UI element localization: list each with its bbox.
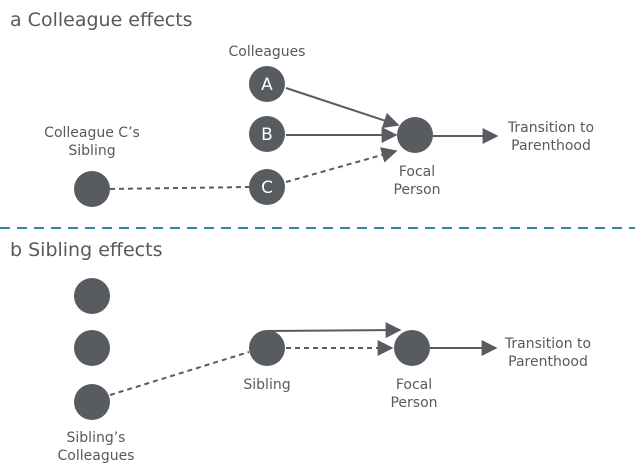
sibling-node [249, 330, 285, 366]
sibling-label: Sibling [243, 377, 290, 393]
colleague-a-letter: A [261, 75, 273, 95]
edge-a-to-focal [285, 87, 400, 129]
colleague-c-letter: C [261, 178, 273, 198]
colleagues-label: Colleagues [229, 44, 306, 60]
focal-person-node-b [394, 330, 430, 366]
focal-person-node-a [397, 117, 433, 153]
colleague-c-sibling-label-line1: Colleague C’s [44, 125, 140, 141]
colleague-b-letter: B [261, 125, 273, 145]
sibling-colleague-node-3 [74, 384, 110, 420]
colleague-c-node [249, 169, 285, 205]
focal-label-a-line2: Person [393, 182, 440, 198]
outcome-label-a-line2: Parenthood [511, 138, 591, 154]
sibling-colleague-node-2 [74, 330, 110, 366]
focal-label-b-line2: Person [390, 395, 437, 411]
panel-a-heading: a Colleague effects [10, 9, 193, 31]
outcome-label-b-line2: Parenthood [508, 354, 588, 370]
outcome-label-b-line1: Transition to [504, 336, 591, 352]
focal-label-b-line1: Focal [396, 377, 432, 393]
colleague-c-sibling-label-line2: Sibling [68, 143, 115, 159]
colleague-b-node [249, 116, 285, 152]
edge-colleague-to-sibling [109, 351, 250, 396]
sibling-colleagues-label-line1: Sibling’s [67, 430, 126, 446]
panel-b-heading: b Sibling effects [10, 239, 162, 261]
focal-label-a-line1: Focal [399, 164, 435, 180]
colleague-a-node [249, 66, 285, 102]
edge-sibling-to-c [109, 186, 250, 190]
outcome-label-a-line1: Transition to [507, 120, 594, 136]
sibling-colleagues-label-line2: Colleagues [58, 448, 135, 464]
edge-c-to-focal [285, 147, 398, 183]
edge-sibling-to-focal-solid [267, 322, 402, 339]
colleague-c-sibling-node [74, 171, 110, 207]
sibling-colleague-node-1 [74, 278, 110, 314]
